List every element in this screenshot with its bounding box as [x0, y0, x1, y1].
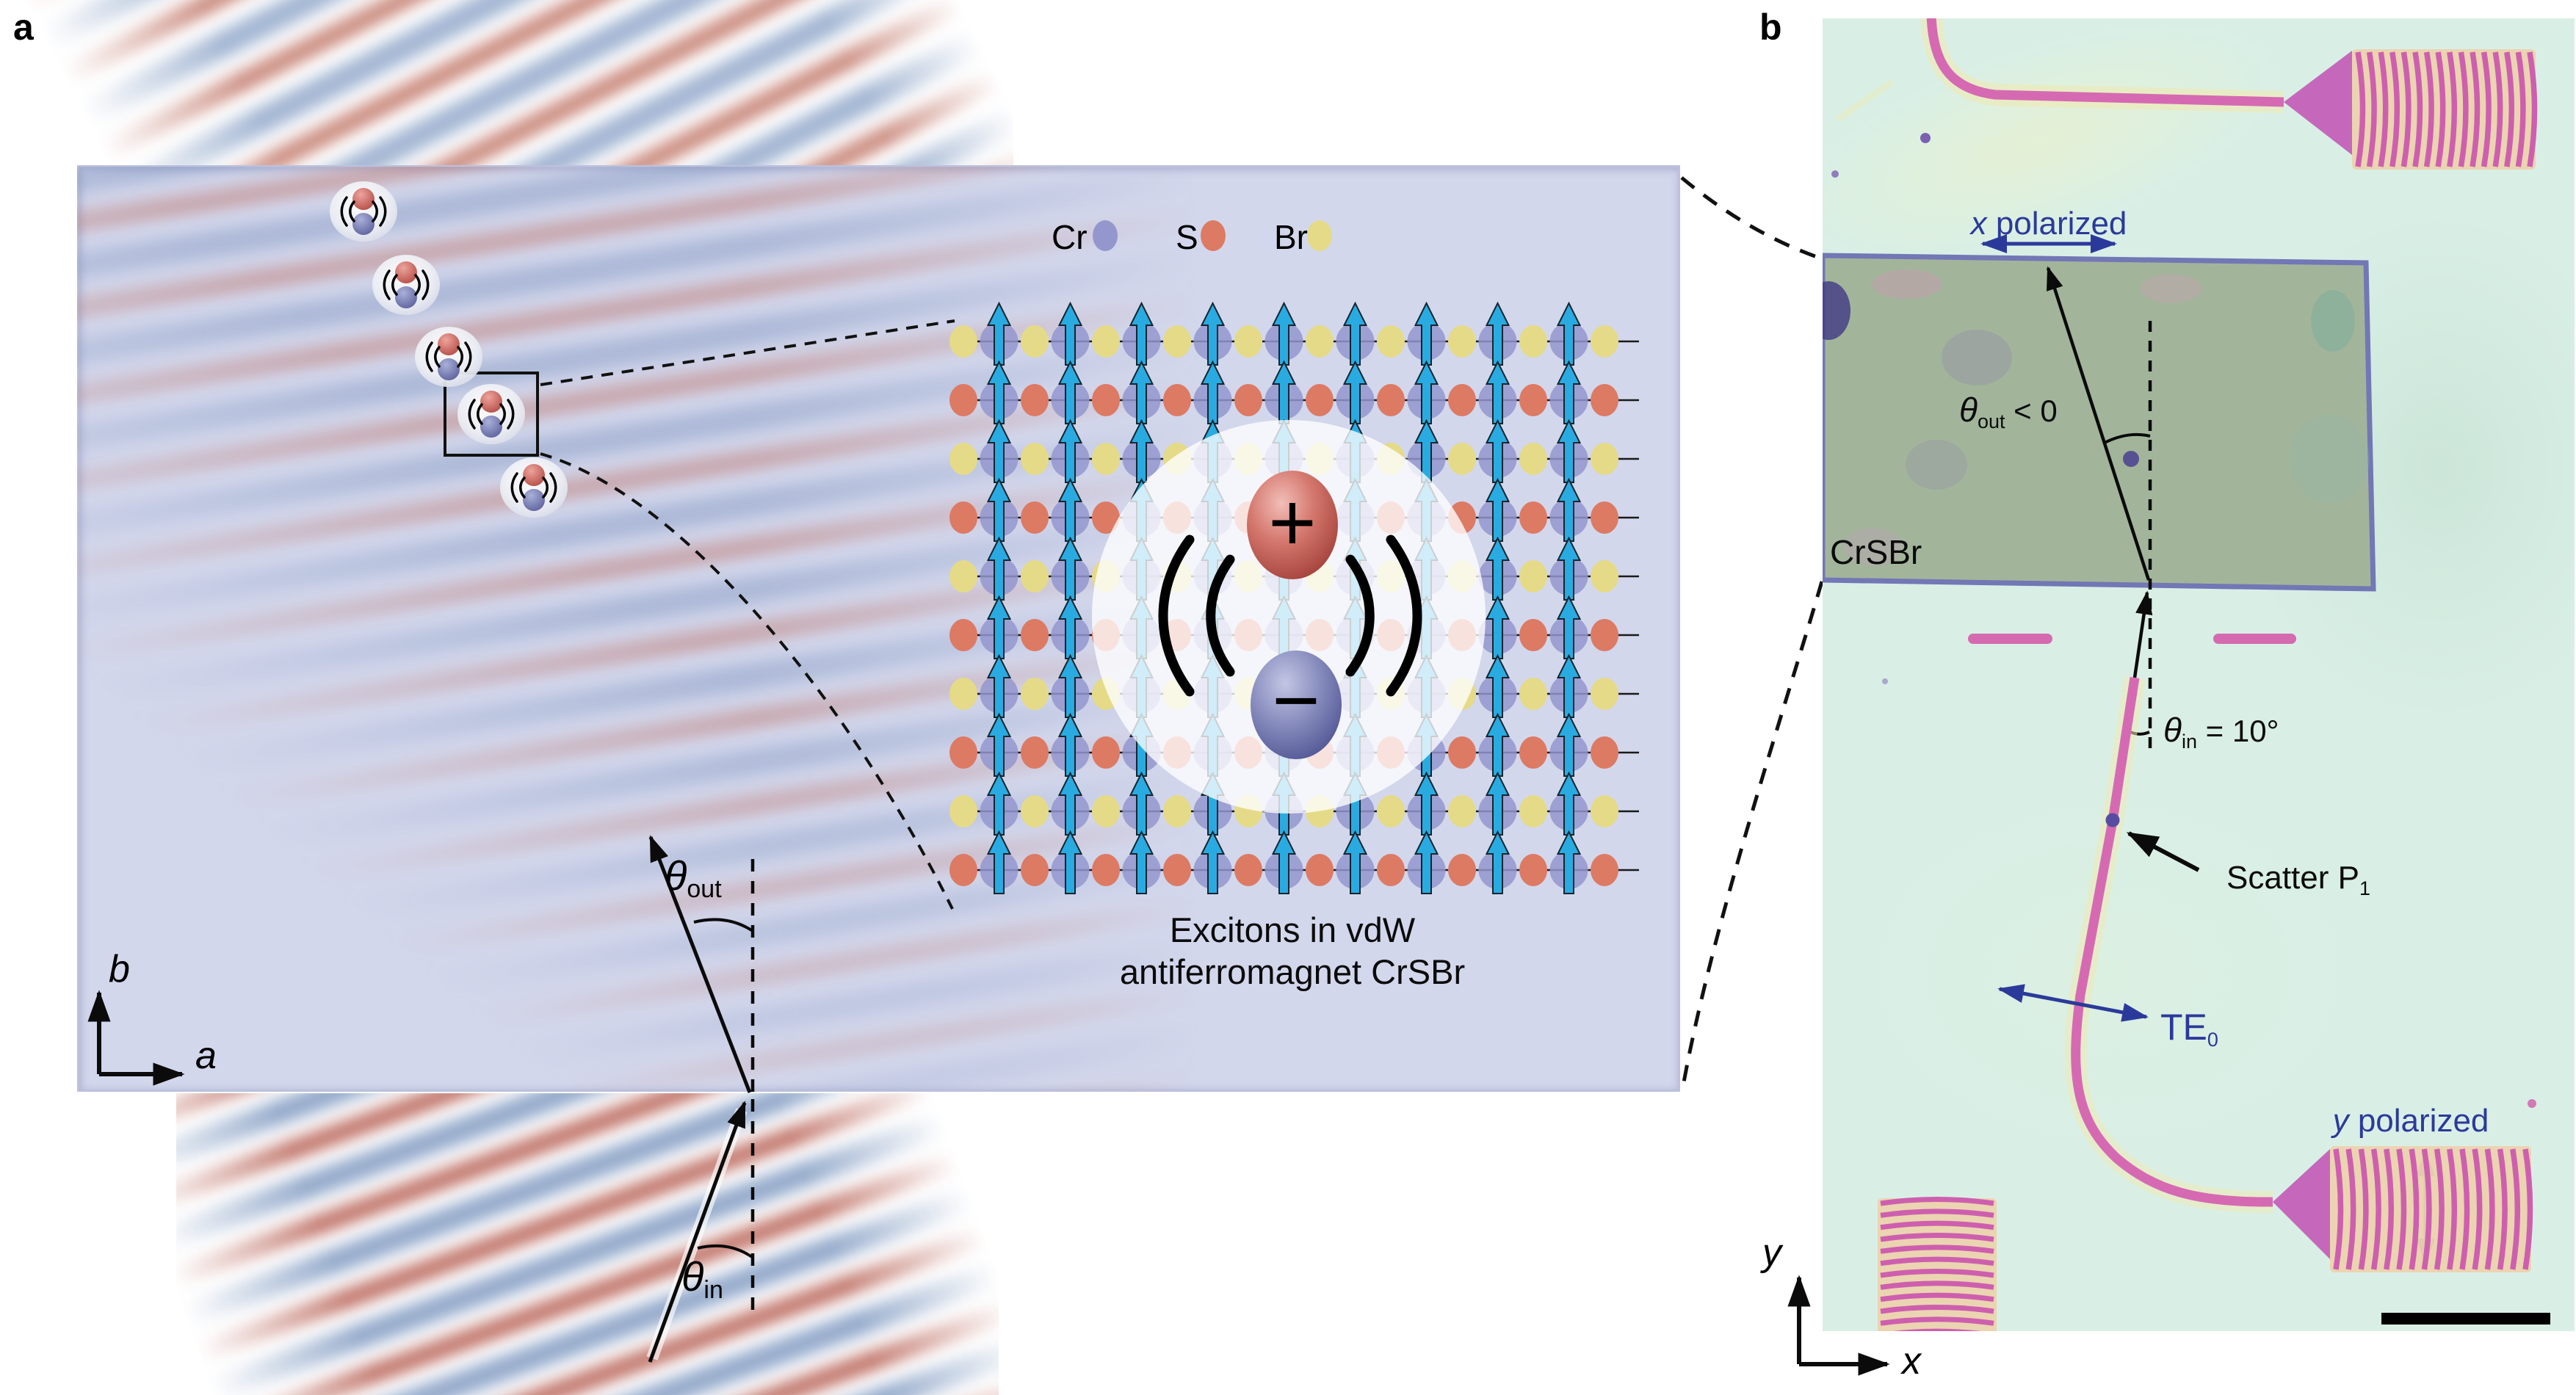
scatter-point-p1: [2105, 813, 2120, 827]
theta-out-label-b: θout < 0: [1959, 390, 2058, 433]
panel-a-label: a: [13, 7, 34, 48]
alignment-marker-right: [2213, 634, 2296, 644]
te0-label: TE0: [2160, 1006, 2218, 1051]
flake-blemish: [2141, 274, 2202, 303]
scatter-pointer-arrow: [2126, 831, 2200, 872]
scale-bar: [2381, 1313, 2550, 1325]
micrograph-streak: [1835, 79, 1895, 123]
theta-out-arc-b: [2104, 432, 2151, 444]
exciton-parentheses: [1158, 535, 1422, 697]
flake-blemish: [2311, 290, 2355, 352]
top-taper: [2284, 51, 2352, 155]
theta-out-symbol-b: θ: [1959, 391, 1978, 429]
caption-line2: antiferromagnet CrSBr: [1119, 952, 1466, 991]
theta-in-suffix-b: = 10°: [2196, 714, 2279, 748]
x-polarized-var: x: [1970, 206, 1987, 242]
main-waveguide: [2071, 677, 2273, 1207]
legend-dot-cr: [1093, 220, 1118, 251]
y-polarized-label: y polarized: [2319, 1103, 2503, 1139]
scatter-label: Scatter P1: [2226, 860, 2370, 900]
theta-in-subscript: in: [703, 1276, 723, 1304]
scatter-text: Scatter P: [2226, 860, 2359, 896]
panel-b-label: b: [1759, 7, 1782, 48]
legend-label-s: S: [1176, 218, 1198, 256]
alignment-marker-left: [1968, 634, 2052, 644]
y-polarized-var: y: [2332, 1103, 2349, 1139]
bottom-grating-coupler: [2330, 1146, 2533, 1272]
theta-out-subscript: out: [687, 875, 722, 903]
reference-grating-coupler: [1878, 1197, 1997, 1331]
axis-a-label: a: [195, 1035, 217, 1077]
electron-minus-sign: −: [1272, 654, 1320, 746]
incident-wave-arrow: [648, 1101, 747, 1363]
incident-beam-arrow-b: [2132, 590, 2153, 678]
flake-blemish: [1942, 330, 2012, 385]
inset-caption: Excitons in vdW antiferromagnet CrSBr: [962, 909, 1623, 993]
scatter-subscript: 1: [2359, 877, 2370, 899]
theta-out-subscript-b: out: [1977, 410, 2005, 432]
refracted-beam-arrow: [2046, 266, 2151, 581]
theta-in-subscript-b: in: [2181, 731, 2197, 753]
exciton-wavefunction-halo: [1092, 420, 1486, 814]
flake-blemish: [1872, 269, 1942, 299]
te0-subscript: 0: [2207, 1029, 2218, 1051]
dust-particle: [1882, 678, 1888, 684]
axis-y-label: y: [1762, 1231, 1781, 1274]
panel-connector-bottom-dashed: [1680, 581, 1824, 1091]
panel-connector-top-dashed: [1680, 176, 1822, 261]
flake-label: CrSBr: [1830, 533, 1922, 571]
incident-wave-bottom: [176, 1093, 999, 1395]
legend-dot-s: [1201, 220, 1226, 251]
x-polarized-text: polarized: [1986, 206, 2127, 242]
crsbr-lattice-inset: [949, 301, 1639, 894]
crsbr-flake: [1823, 253, 2376, 592]
axis-x-label: x: [1902, 1340, 1921, 1383]
legend-label-cr: Cr: [1052, 218, 1088, 256]
te0-text: TE: [2160, 1007, 2207, 1048]
hole-plus-sign: +: [1268, 477, 1317, 568]
theta-out-label: θout: [665, 852, 722, 904]
theta-in-symbol-b: θ: [2163, 711, 2182, 749]
legend-label-br: Br: [1274, 218, 1308, 256]
theta-in-symbol: θ: [681, 1253, 704, 1300]
theta-out-symbol: θ: [665, 852, 687, 899]
flake-blemish: [1823, 281, 1850, 340]
hole-sphere: [1247, 471, 1338, 579]
theta-in-label: θin: [681, 1253, 723, 1305]
flake-blemish: [1906, 440, 1967, 490]
theta-in-label-b: θin = 10°: [2163, 710, 2279, 753]
flake-blemish: [1843, 528, 1902, 566]
flake-blemish: [2289, 415, 2370, 503]
te0-polarization-arrow: [1997, 984, 2149, 1022]
electron-sphere: [1251, 651, 1342, 759]
y-polarized-text: polarized: [2348, 1103, 2489, 1139]
incident-wave-top: [0, 0, 1013, 167]
dust-particle: [2528, 1099, 2536, 1108]
x-polarized-label: x polarized: [1909, 206, 2188, 242]
bottom-taper: [2273, 1149, 2330, 1259]
dust-particle: [1831, 170, 1839, 178]
theta-out-suffix-b: < 0: [2005, 394, 2058, 428]
caption-line1: Excitons in vdW: [1169, 910, 1416, 949]
legend-dot-br: [1307, 220, 1332, 251]
flake-defect-dot: [2123, 451, 2139, 467]
dust-particle: [1920, 133, 1931, 143]
main-waveguide-glow: [2064, 675, 2273, 1214]
optical-micrograph: x polarized θout < 0 CrSBr θin = 10° Sca…: [1823, 18, 2575, 1331]
axis-b-label: b: [109, 948, 130, 990]
top-grating-coupler: [2352, 49, 2538, 170]
top-waveguide: [1926, 18, 2284, 107]
incident-arrow-halo: [646, 1108, 748, 1360]
